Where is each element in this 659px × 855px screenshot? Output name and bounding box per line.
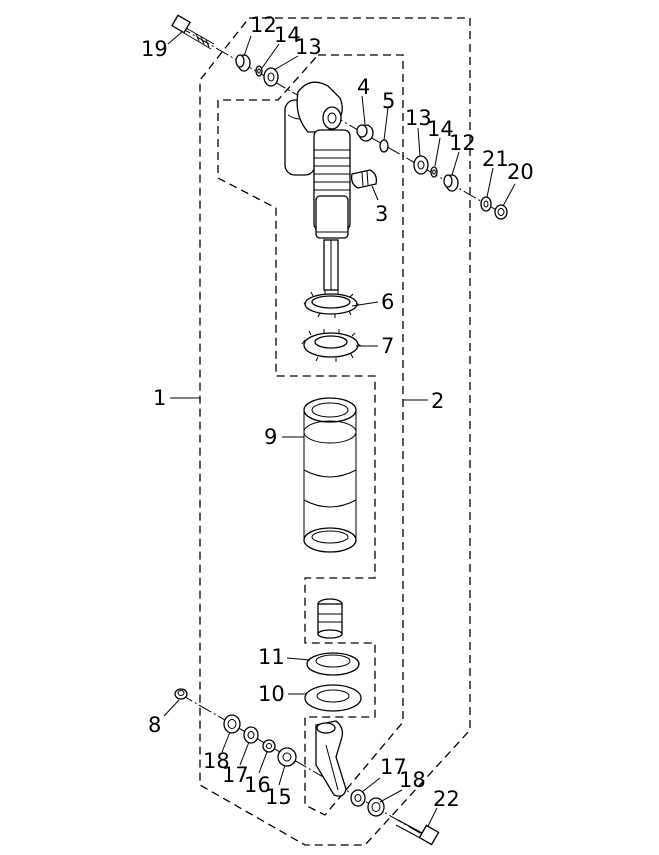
part-17-lower-left-spacer: [243, 726, 259, 744]
callout-6: 6: [381, 290, 394, 314]
callout-18: 18: [203, 749, 230, 773]
part-6-lock-ring: [303, 290, 360, 318]
callout-17: 17: [222, 763, 249, 787]
part-10-spring-seat: [304, 684, 362, 712]
callout-12: 12: [250, 13, 277, 37]
callout-10: 10: [258, 682, 285, 706]
part-9-spring: [303, 397, 357, 553]
callout-1: 1: [153, 386, 166, 410]
part-14-upper-right-washer: [430, 166, 438, 178]
bump-stop: [317, 598, 343, 639]
callout-17: 17: [380, 755, 407, 779]
callout-15: 15: [265, 785, 292, 809]
part-15-bearing: [277, 747, 297, 767]
callout-14: 14: [274, 23, 301, 47]
part-16-bushing: [262, 739, 276, 753]
callout-8: 8: [148, 713, 161, 737]
callout-12: 12: [449, 131, 476, 155]
part-22-lower-bolt: [395, 819, 440, 846]
lower-mount-axis: [179, 693, 433, 841]
part-18-lower-right-washer: [367, 797, 385, 817]
callout-7: 7: [381, 334, 394, 358]
callout-16: 16: [244, 773, 271, 797]
part-21-washer: [480, 196, 492, 212]
part-14-upper-left-washer: [255, 65, 263, 77]
part-4-bushing: [356, 124, 374, 142]
callout-18: 18: [399, 768, 426, 792]
callout-20: 20: [507, 160, 534, 184]
callout-13: 13: [295, 35, 322, 59]
callout-4: 4: [357, 75, 370, 99]
part-19-upper-bolt: [171, 14, 215, 50]
part-3-adjuster-knob: [350, 169, 378, 189]
part-17-lower-right-spacer: [350, 789, 366, 807]
lower-eye: [315, 720, 347, 797]
part-5-circlip: [379, 139, 389, 153]
callout-5: 5: [382, 89, 395, 113]
callout-9: 9: [264, 425, 277, 449]
part-18-lower-left-washer: [223, 714, 241, 734]
part-12-upper-left-nut: [235, 54, 251, 72]
callout-13: 13: [405, 106, 432, 130]
callout-2: 2: [431, 389, 444, 413]
callout-22: 22: [433, 787, 460, 811]
shock-body: [296, 81, 351, 291]
leader-lines: [163, 31, 516, 827]
callout-11: 11: [258, 645, 285, 669]
assembly-1-outline: [199, 17, 471, 846]
callout-19: 19: [141, 37, 168, 61]
callout-21: 21: [482, 147, 509, 171]
part-12-upper-right-nut: [443, 174, 459, 192]
part-13-upper-right-spacer: [413, 155, 429, 175]
part-11-spring-seat: [306, 652, 360, 676]
part-13-upper-left-spacer: [263, 67, 279, 87]
part-8-lower-bolt: [174, 688, 188, 700]
callout-14: 14: [427, 117, 454, 141]
part-7-adjuster-ring: [301, 329, 362, 362]
callout-3: 3: [375, 202, 388, 226]
part-20-nut: [494, 204, 508, 220]
